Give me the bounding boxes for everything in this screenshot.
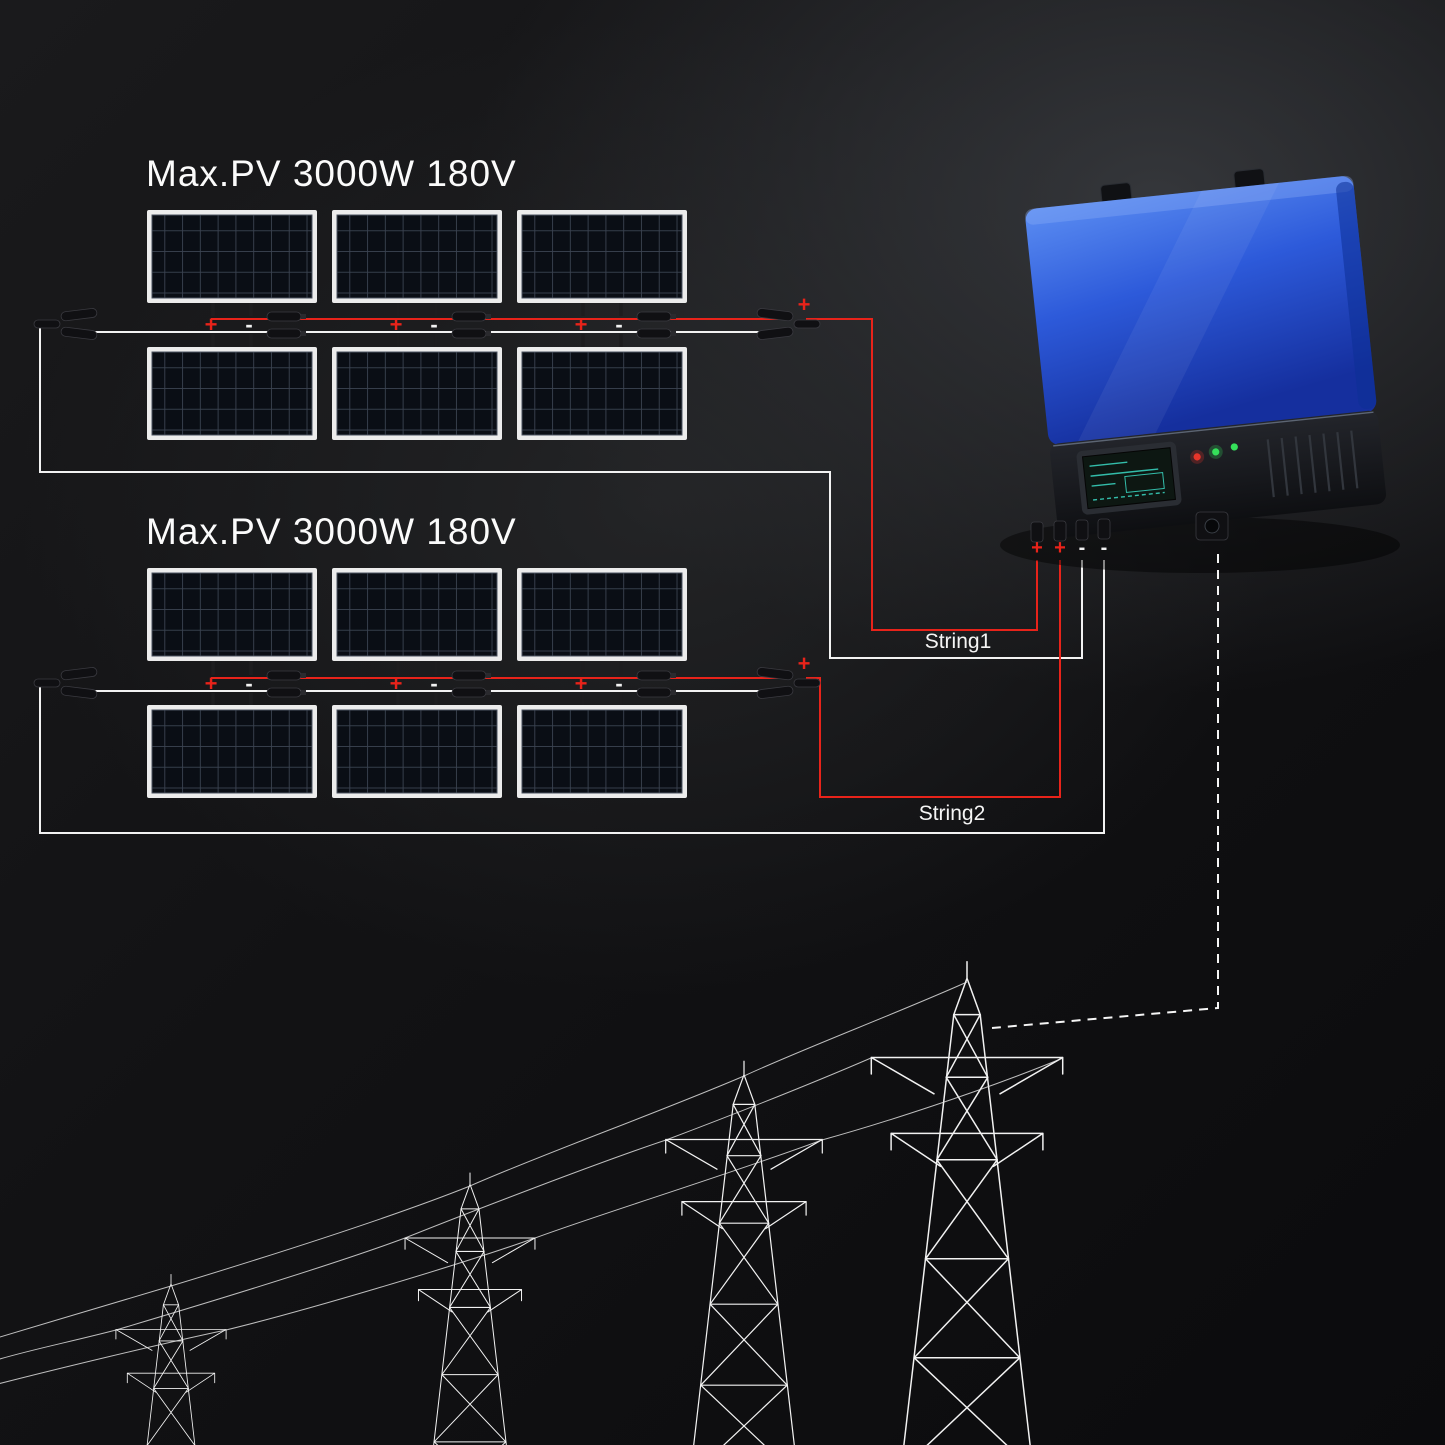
branch-connector (756, 307, 821, 341)
string2-negative-wire (39, 560, 1105, 834)
panel-cable-stubs (211, 303, 623, 347)
polarity-plus-label: + (390, 671, 403, 696)
dc-terminal (1075, 519, 1089, 541)
solar-panel (331, 704, 503, 799)
transmission-tower-4 (870, 961, 1064, 1445)
transmission-tower-2 (404, 1172, 536, 1445)
string2-positive-mark: + (798, 651, 811, 676)
polarity-minus-label: - (615, 312, 622, 337)
mc4-connector (266, 311, 307, 322)
mc4-connector (266, 328, 307, 339)
mc4-connector (451, 670, 492, 681)
terminal-label: - (1101, 537, 1108, 559)
array-1-title: Max.PV 3000W 180V (146, 153, 517, 194)
array-2-wiring-band: + - + - + - + (33, 651, 821, 705)
inverter-sheen (1077, 182, 1279, 444)
solar-panel (331, 567, 503, 662)
solar-panel (146, 567, 318, 662)
transmission-tower-3 (665, 1060, 823, 1445)
polarity-minus-label: - (430, 312, 437, 337)
power-lines (0, 981, 1064, 1384)
mc4-connector (451, 687, 492, 698)
inverter-side-shade (1336, 181, 1377, 409)
mc4-connector (266, 687, 307, 698)
mc4-connector (636, 311, 677, 322)
branch-connector (33, 307, 98, 341)
solar-panel (146, 704, 318, 799)
string1-label: String1 (925, 630, 992, 653)
mc4-connector (266, 670, 307, 681)
string1-positive-mark: + (798, 292, 811, 317)
solar-panel (331, 209, 503, 304)
polarity-plus-label: + (575, 312, 588, 337)
dc-terminal (1053, 520, 1067, 542)
solar-panel (516, 704, 688, 799)
string2-label: String2 (919, 802, 986, 825)
mc4-connector (636, 670, 677, 681)
array-1-wiring-band: + - + - + - + (33, 292, 821, 347)
array-2-title: Max.PV 3000W 180V (146, 511, 517, 552)
status-led-green (1212, 448, 1220, 456)
dc-terminal (1030, 521, 1044, 543)
display-glyphs (1089, 461, 1165, 501)
polarity-minus-label: - (245, 312, 252, 337)
branch-connector (756, 666, 821, 700)
string1-wires (39, 318, 1083, 659)
solar-panel (331, 346, 503, 441)
string2-wires (39, 560, 1105, 834)
status-led-red (1193, 453, 1201, 461)
ac-connector-socket (1204, 518, 1220, 534)
dc-terminal (1097, 518, 1111, 540)
polarity-minus-label: - (430, 671, 437, 696)
inverter-top-highlight (1025, 175, 1354, 225)
solar-panel (516, 346, 688, 441)
mc4-connector (451, 311, 492, 322)
polarity-plus-label: + (205, 671, 218, 696)
transmission-tower-1 (115, 1273, 227, 1445)
string2-positive-wire (806, 560, 1061, 798)
terminal-label: + (1054, 537, 1066, 559)
panel-cable-stubs (211, 661, 623, 705)
solar-array-2: + - + - + - + (33, 567, 821, 799)
terminal-label: + (1031, 537, 1043, 559)
solar-panel (146, 346, 318, 441)
polarity-plus-label: + (575, 671, 588, 696)
solar-panel (516, 209, 688, 304)
inverter-dc-terminals (1030, 511, 1229, 543)
polarity-minus-label: - (615, 671, 622, 696)
string1-positive-wire (806, 318, 1038, 631)
inverter (1025, 168, 1387, 537)
branch-connector (33, 666, 98, 700)
mc4-connector (636, 328, 677, 339)
heatsink-vents (1266, 430, 1359, 498)
polarity-plus-label: + (205, 312, 218, 337)
string1-negative-wire (39, 324, 1083, 659)
polarity-plus-label: + (390, 312, 403, 337)
solar-array-1: + - + - + - + (33, 209, 821, 441)
mc4-connector (636, 687, 677, 698)
mc4-connector (451, 328, 492, 339)
polarity-minus-label: - (245, 671, 252, 696)
terminal-label: - (1079, 537, 1086, 559)
transmission-towers (0, 961, 1064, 1445)
grid-connection-dashed-line (991, 554, 1219, 1029)
solar-panel (516, 567, 688, 662)
solar-panel (146, 209, 318, 304)
status-led-green (1230, 443, 1238, 451)
housing-seam (1053, 411, 1374, 447)
inverter-body (1025, 176, 1377, 446)
